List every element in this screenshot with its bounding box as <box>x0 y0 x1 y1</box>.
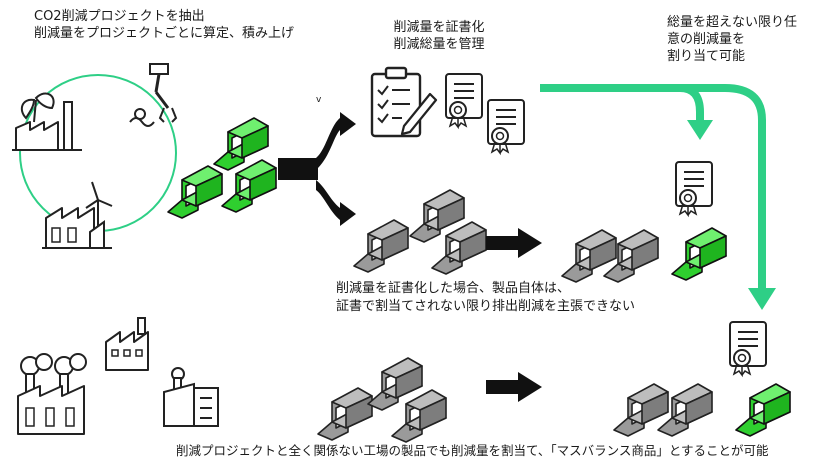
right-arrow-icon <box>486 372 542 402</box>
gray-beam-icon <box>317 387 373 441</box>
factory-icon <box>163 367 219 427</box>
coal-factory-icon <box>17 353 87 435</box>
gray-beam-icon <box>353 219 409 273</box>
certify-label: 削減量を証書化 <box>393 20 485 35</box>
green-beam-icon <box>167 165 223 219</box>
allocation-label-1: 総量を超えない限り任 <box>667 15 798 30</box>
allocation-arrow <box>540 84 776 310</box>
mass-balance-note: 削減プロジェクトと全く関係ない工場の製品でも削減量を割当て、「マスバランス商品」… <box>176 443 769 458</box>
project-extract-label: CO2削減プロジェクトを抽出 <box>34 9 205 24</box>
certificate-icon <box>729 321 767 376</box>
gray-beam-icon <box>391 389 447 443</box>
allocation-label-3: 割り当て可能 <box>667 49 746 64</box>
small-mark: v <box>316 95 322 105</box>
green-beam-icon <box>735 383 791 437</box>
robot-arm-icon <box>129 63 178 127</box>
certificate-icon <box>675 161 713 216</box>
factory-icon <box>105 317 149 371</box>
certificate-icon <box>487 99 525 154</box>
clipboard-checklist-icon <box>370 66 438 138</box>
total-manage-label: 削減総量を管理 <box>393 37 485 52</box>
certified-note-1: 削減量を証書化した場合、製品自体は、 <box>336 281 571 296</box>
right-arrow-icon <box>486 228 542 258</box>
project-calc-label: 削減量をプロジェクトごとに算定、積み上げ <box>34 26 295 41</box>
split-arrow-icon <box>278 112 356 226</box>
plant-factory-icon <box>12 92 82 151</box>
green-beam-icon <box>671 227 727 281</box>
wind-factory-icon <box>42 181 113 249</box>
certified-note-2: 証書で割当てされない限り排出削減を主張できない <box>336 299 636 314</box>
allocation-label-2: 意の削減量を <box>667 32 746 47</box>
certificate-icon <box>445 73 483 128</box>
